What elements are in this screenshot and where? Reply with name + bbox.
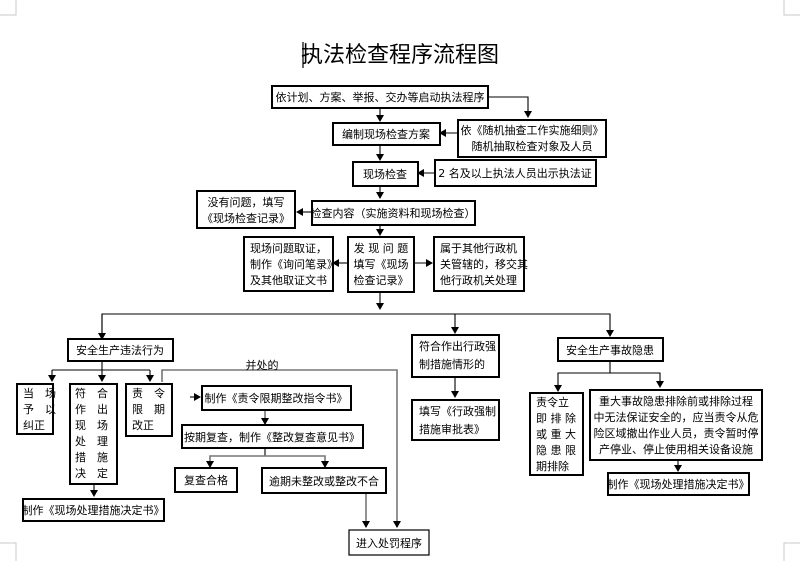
node-text: 决 定 [75, 466, 108, 480]
node-order-rectification: 责 令 限 期 改正 [125, 383, 173, 437]
node-text: 制作《现场处理措施决定书》 [22, 503, 165, 517]
node-officers: 2 名及以上执法人员出示执法证 [434, 159, 597, 187]
node-text: 安全生产违法行为 [76, 343, 164, 357]
node-correct-on-site: 当 场 予 以 纠正 [16, 383, 56, 435]
node-text: 《现场检查记录》 [202, 211, 290, 225]
node-no-issue: 没有问题，填写 《现场检查记录》 [196, 190, 296, 229]
node-text: 即 排 除 [536, 411, 576, 425]
node-text: 发 现 问 题 [354, 241, 409, 255]
node-text: 填写《现场 [354, 257, 409, 271]
node-penalty-procedure: 进入处罚程序 [348, 529, 430, 556]
node-text: 制作《询问笔录》 [250, 257, 338, 271]
node-accident-hazard: 安全生产事故隐患 [557, 337, 664, 362]
node-text: 期排除 [536, 459, 569, 473]
node-text: 产停业、停止使用相关设备设施 [599, 442, 753, 456]
node-text: 险区域撤出作业人员，责令暂时停 [594, 426, 759, 440]
node-text: 责 令 [132, 386, 165, 400]
node-text: 及其他取证文书 [250, 273, 327, 287]
node-coercive-approval-form: 填写《行政强制 措施审批表》 [411, 399, 500, 441]
page-corner-mark [0, 0, 17, 16]
connectors [48, 96, 682, 528]
node-inspection-content: 检查内容（实施资料和现场检查） [311, 200, 476, 226]
node-text: 依计划、方案、举报、交办等启动执法程序 [276, 90, 485, 104]
node-rectification-order-doc: 制作《责令限期整改指令书》 [201, 385, 352, 411]
node-text: 制作《责令限期整改指令书》 [205, 391, 348, 405]
page-corner-mark [783, 0, 800, 16]
node-random-selection: 依《随机抽查工作实施细则》 随机抽取检查对象及人员 [457, 119, 607, 158]
node-text: 处 理 [75, 435, 108, 448]
node-text: 中无法保证安全的，应当责令从危 [594, 410, 759, 424]
node-text: 检查记录》 [354, 273, 409, 287]
node-text: 现 场 [75, 418, 108, 432]
node-start: 依计划、方案、举报、交办等启动执法程序 [271, 85, 489, 109]
node-measure-decision-doc-left: 制作《现场处理措施决定书》 [22, 498, 165, 522]
node-text: 复查合格 [184, 473, 228, 487]
page-corner-mark [783, 542, 800, 561]
node-eliminate-hazard: 责令立 即 排 除 或 重 大 隐 患 限 期排除 [529, 392, 584, 476]
node-text: 措施审批表》 [419, 422, 485, 436]
node-coercive-measures: 符合作出行政强 制措施情形的 [411, 334, 500, 378]
node-text: 重大事故隐患排除前或排除过程 [599, 394, 753, 408]
node-measure-decision-doc-right: 制作《现场处理措施决定书》 [607, 472, 750, 496]
node-text: 现场问题取证， [250, 241, 327, 255]
node-recheck-fail: 逾期未整改或整改不合 [261, 467, 387, 494]
node-evidence: 现场问题取证， 制作《询问笔录》 及其他取证文书 [243, 236, 338, 292]
node-text: 关管辖的，移交其 [440, 257, 528, 271]
node-text: 进入处罚程序 [356, 536, 422, 550]
page-corner-mark [0, 542, 17, 561]
node-text: 符 合 [75, 386, 108, 400]
node-text: 没有问题，填写 [208, 195, 285, 209]
node-transfer: 属于其他行政机 关管辖的，移交其 他行政机关处理 [433, 236, 528, 292]
node-safety-violation: 安全生产违法行为 [67, 338, 174, 362]
node-text: 制措施情形的 [419, 357, 485, 371]
node-recheck-pass: 复查合格 [174, 467, 238, 493]
node-text: 按期复查，制作《整改复查意见书》 [184, 430, 360, 444]
node-text: 编制现场检查方案 [342, 127, 430, 141]
node-on-site-inspection: 现场检查 [352, 161, 419, 187]
node-text: 他行政机关处理 [440, 273, 517, 287]
node-text: 或 重 大 [536, 427, 576, 441]
node-text: 措 施 [75, 450, 108, 464]
node-text: 2 名及以上执法人员出示执法证 [438, 166, 592, 180]
node-text: 现场检查 [363, 167, 407, 181]
node-major-hazard: 重大事故隐患排除前或排除过程 中无法保证安全的，应当责令从危 险区域撤出作业人员… [589, 389, 763, 461]
node-text: 填写《行政强制 [419, 404, 496, 418]
node-text: 隐 患 限 [536, 444, 576, 457]
node-text: 作 出 [75, 402, 108, 416]
edge-label-concurrent: 并处的 [246, 358, 279, 372]
node-text: 当 场 [23, 386, 56, 400]
node-issue-found: 发 现 问 题 填写《现场 检查记录》 [347, 236, 415, 293]
node-text: 予 以 [23, 403, 56, 416]
node-text: 逾期未整改或整改不合 [269, 474, 379, 488]
node-text: 制作《现场处理措施决定书》 [607, 477, 750, 491]
node-text: 限 期 [132, 403, 165, 416]
node-text: 改正 [132, 418, 154, 432]
node-text: 符合作出行政强 [419, 339, 496, 353]
node-text: 纠正 [23, 419, 45, 432]
page-title: 执法检查程序流程图 [301, 43, 499, 68]
node-text: 属于其他行政机 [440, 241, 517, 255]
node-text: 责令立 [536, 395, 569, 409]
node-text: 安全生产事故隐患 [566, 343, 654, 357]
node-plan: 编制现场检查方案 [332, 122, 441, 146]
node-text: 依《随机抽查工作实施细则》 [461, 123, 604, 137]
node-text: 随机抽取检查对象及人员 [472, 139, 593, 153]
node-recheck: 按期复查，制作《整改复查意见书》 [181, 424, 364, 449]
node-on-site-measure-decision: 符 合 作 出 现 场 处 理 措 施 决 定 [69, 383, 118, 485]
node-text: 检查内容（实施资料和现场检查） [311, 206, 476, 220]
